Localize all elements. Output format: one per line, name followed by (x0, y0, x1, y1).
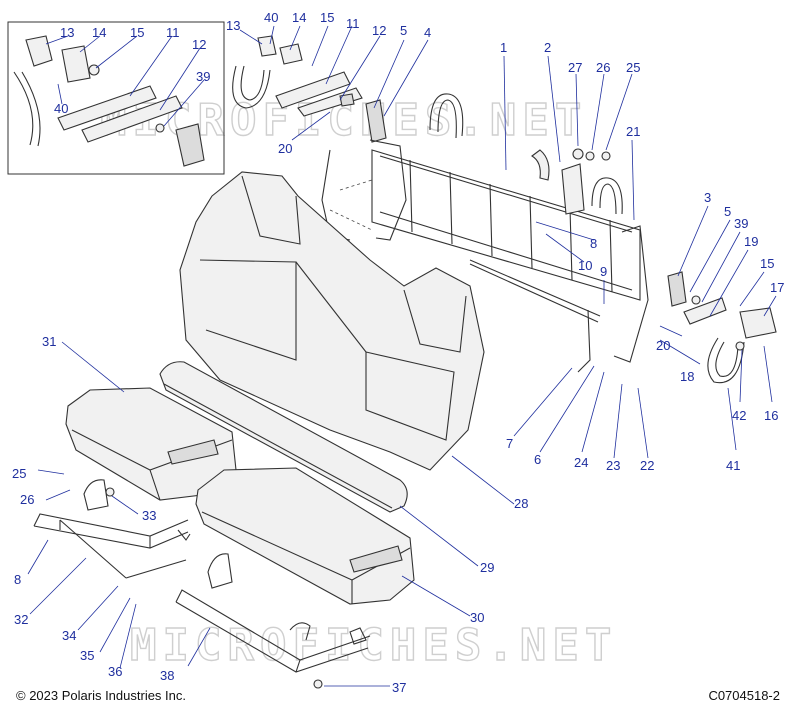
callout-right-19: 19 (744, 234, 758, 249)
callout-left-38: 38 (160, 668, 174, 683)
callout-right-7: 7 (506, 436, 513, 451)
seat-front-bolster (159, 361, 408, 513)
callout-right-23: 23 (606, 458, 620, 473)
callout-right-17: 17 (770, 280, 784, 295)
callout-right-10: 10 (578, 258, 592, 273)
callout-right-24: 24 (574, 455, 588, 470)
callout-right-8: 8 (590, 236, 597, 251)
callout-left-32: 32 (14, 612, 28, 627)
callout-right-15: 15 (760, 256, 774, 271)
callout-top-25: 25 (626, 60, 640, 75)
callout-left-28: 28 (514, 496, 528, 511)
drawing-number: C0704518-2 (708, 688, 780, 703)
callout-top-1: 1 (500, 40, 507, 55)
callout-right-5: 5 (724, 204, 731, 219)
seat-back-cushion (179, 171, 485, 471)
callout-left-37: 37 (392, 680, 406, 695)
callout-inset-12: 12 (192, 37, 206, 52)
callout-right-6: 6 (534, 452, 541, 467)
callout-top-2: 2 (544, 40, 551, 55)
callout-top-21: 21 (626, 124, 640, 139)
left-seat-frame (27, 469, 191, 669)
top-callouts: 13 40 14 15 11 12 5 4 20 1 2 27 26 25 21 (226, 10, 640, 156)
callout-top-15: 15 (320, 10, 334, 25)
left-callouts: 31 25 26 33 8 32 34 35 36 38 37 28 29 30 (12, 334, 528, 695)
callout-top-14: 14 (292, 10, 306, 25)
callout-inset-11: 11 (166, 25, 180, 40)
callout-inset-13: 13 (60, 25, 74, 40)
callout-left-35: 35 (80, 648, 94, 663)
callout-right-3: 3 (704, 190, 711, 205)
callout-right-18: 18 (680, 369, 694, 384)
callout-top-12: 12 (372, 23, 386, 38)
inset-detail (7, 21, 225, 175)
right-seat-frame (175, 553, 390, 689)
callout-right-22: 22 (640, 458, 654, 473)
callout-inset-39: 39 (196, 69, 210, 84)
callout-right-42: 42 (732, 408, 746, 423)
callout-left-8: 8 (14, 572, 21, 587)
upper-hinge-hardware (232, 25, 429, 143)
callout-left-31: 31 (42, 334, 56, 349)
callout-left-26: 26 (20, 492, 34, 507)
callout-left-25: 25 (12, 466, 26, 481)
callout-right-39: 39 (734, 216, 748, 231)
callout-top-13: 13 (226, 18, 240, 33)
callout-top-40: 40 (264, 10, 278, 25)
callout-top-20: 20 (278, 141, 292, 156)
right-callouts: 3 5 39 19 8 10 9 15 17 20 18 42 16 41 7 … (506, 190, 784, 473)
callout-top-4: 4 (424, 25, 431, 40)
callout-left-33: 33 (142, 508, 156, 523)
callout-inset-15: 15 (130, 25, 144, 40)
inset-callouts: 13 14 15 11 12 39 40 (54, 25, 210, 116)
right-seat-cushion (195, 467, 415, 605)
callout-left-30: 30 (470, 610, 484, 625)
callout-top-11: 11 (346, 16, 360, 31)
watermark-bottom: MICROFICHES.NET (130, 620, 617, 671)
callout-inset-40: 40 (54, 101, 68, 116)
callout-right-20: 20 (656, 338, 670, 353)
copyright-notice: © 2023 Polaris Industries Inc. (16, 688, 186, 703)
cushion-leaders (61, 341, 515, 617)
right-hinge-hardware (659, 205, 777, 451)
callout-top-5: 5 (400, 23, 407, 38)
callout-left-36: 36 (108, 664, 122, 679)
callout-top-27: 27 (568, 60, 582, 75)
callout-right-9: 9 (600, 264, 607, 279)
callout-left-29: 29 (480, 560, 494, 575)
callout-right-16: 16 (764, 408, 778, 423)
callout-right-41: 41 (726, 458, 740, 473)
callout-left-34: 34 (62, 628, 76, 643)
frame-hardware-leaders (503, 55, 649, 459)
callout-top-26: 26 (596, 60, 610, 75)
callout-inset-14: 14 (92, 25, 106, 40)
